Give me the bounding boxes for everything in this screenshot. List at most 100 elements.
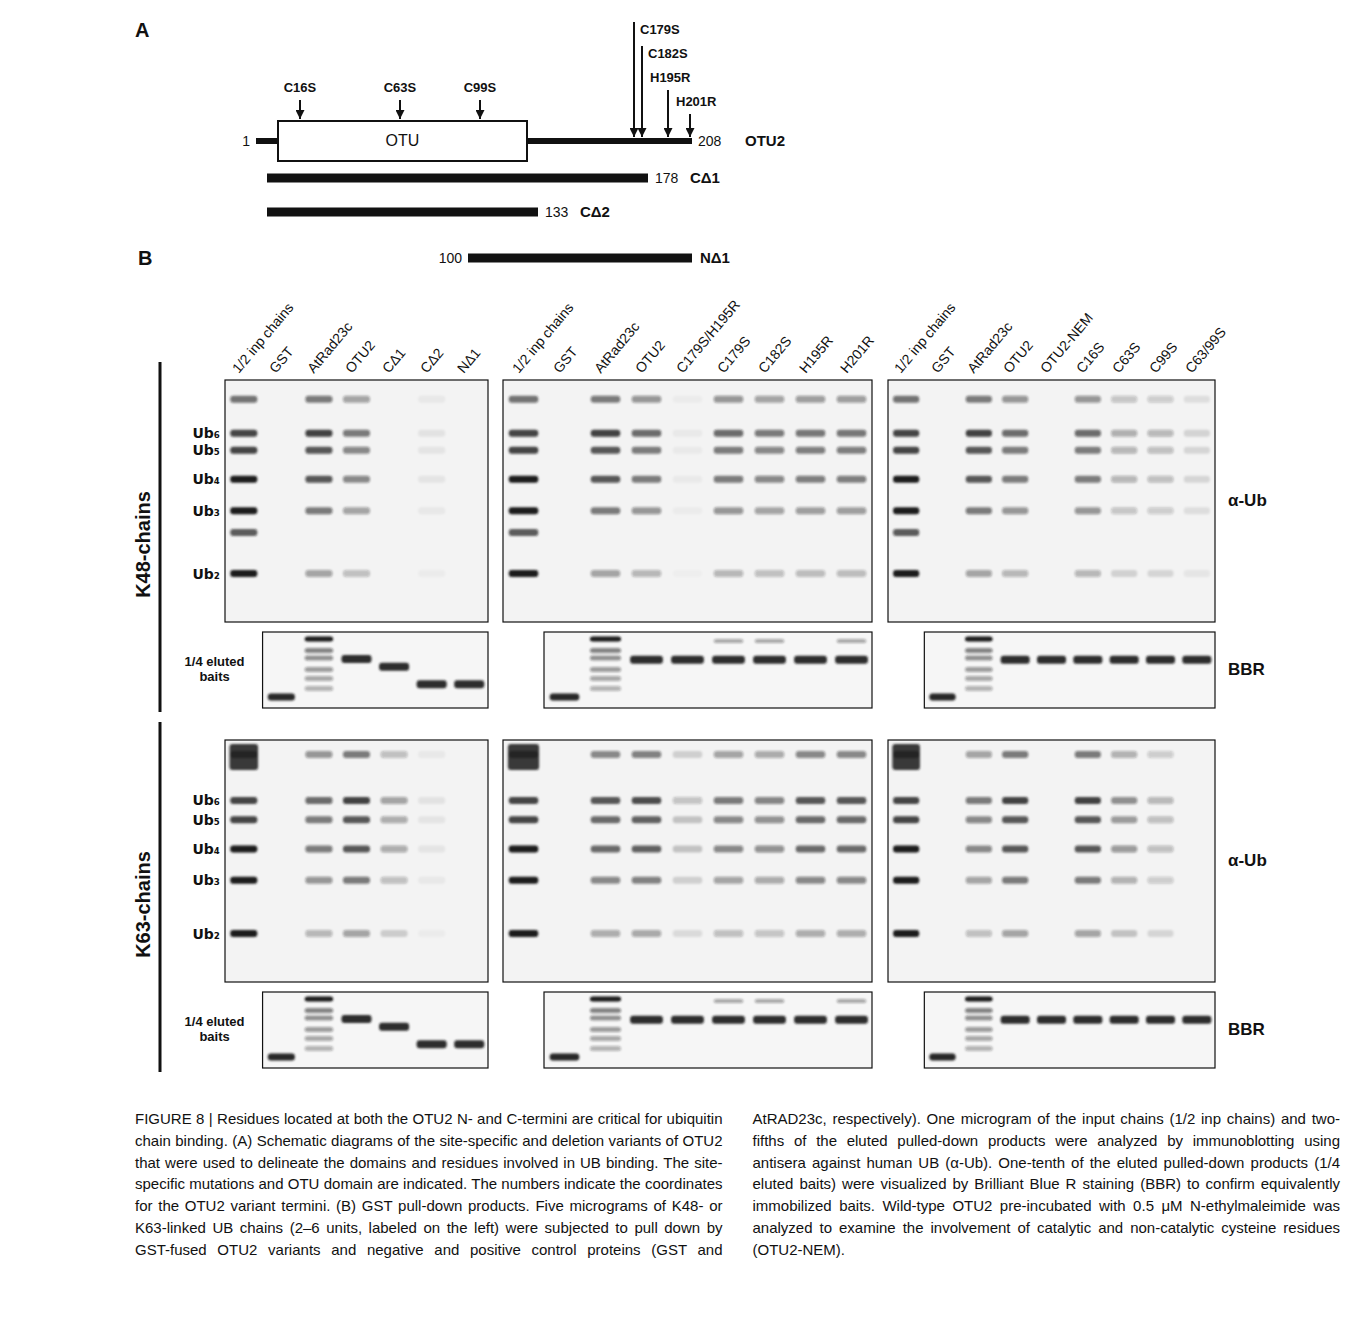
immunoblot-panel <box>225 740 488 982</box>
construct-bar <box>267 174 648 183</box>
protein-band <box>305 447 332 454</box>
protein-band <box>1184 476 1210 483</box>
protein-band <box>1147 877 1173 884</box>
protein-band <box>1184 507 1210 514</box>
protein-band <box>1147 797 1173 804</box>
panel-letter: A <box>135 19 149 42</box>
protein-band <box>1002 476 1028 483</box>
protein-band <box>230 930 257 937</box>
protein-band <box>343 447 370 454</box>
stain-fraction-label: 1/4 eluted baits <box>173 655 257 685</box>
protein-band <box>381 877 408 884</box>
protein-band <box>591 396 621 403</box>
protein-band <box>230 430 257 437</box>
protein-band <box>268 1054 295 1061</box>
protein-band <box>632 447 662 454</box>
protein-band <box>965 1046 993 1051</box>
protein-band <box>1147 751 1173 758</box>
protein-band <box>714 877 744 884</box>
protein-band <box>418 507 445 514</box>
protein-band <box>1037 656 1066 664</box>
protein-band <box>1182 656 1211 664</box>
lane-label: OTU2 <box>1000 337 1036 376</box>
protein-band <box>632 816 662 823</box>
protein-band <box>755 751 785 758</box>
protein-band <box>714 999 744 1003</box>
lane-label: H195R <box>795 332 835 376</box>
protein-band <box>230 476 257 483</box>
protein-band <box>509 430 539 437</box>
protein-band <box>755 930 785 937</box>
protein-band <box>591 430 621 437</box>
protein-band <box>796 797 826 804</box>
stain-panel <box>924 632 1215 708</box>
protein-band <box>796 816 826 823</box>
protein-band <box>1146 656 1175 664</box>
protein-band <box>714 797 744 804</box>
protein-band <box>714 570 744 577</box>
chain-length-label: Ub₄ <box>192 471 220 487</box>
protein-band <box>343 430 370 437</box>
protein-band <box>590 1046 621 1051</box>
chain-length-label: Ub₆ <box>192 425 220 441</box>
row-bracket <box>159 362 162 712</box>
protein-band <box>590 686 621 691</box>
protein-band <box>714 476 744 483</box>
protein-band <box>305 507 332 514</box>
protein-band <box>673 877 703 884</box>
protein-band <box>630 656 663 664</box>
lane-label: C63/99S <box>1181 324 1228 376</box>
protein-band <box>796 930 826 937</box>
protein-band <box>341 655 371 663</box>
protein-band <box>1111 751 1137 758</box>
protein-band <box>893 845 919 852</box>
protein-band <box>230 877 257 884</box>
blot-bands <box>230 396 1212 1061</box>
protein-band <box>305 648 334 653</box>
protein-band <box>796 570 826 577</box>
protein-band <box>966 751 992 758</box>
lane-label: NΔ1 <box>454 345 484 376</box>
domain-box: OTU <box>277 120 528 162</box>
protein-band <box>837 396 867 403</box>
protein-band <box>305 430 332 437</box>
lane-label: C63S <box>1109 339 1144 376</box>
protein-band <box>1073 656 1102 664</box>
protein-band <box>590 1027 621 1032</box>
protein-band <box>305 476 332 483</box>
protein-band <box>837 845 867 852</box>
lane-label: OTU2 <box>631 337 667 376</box>
mutation-label: C16S <box>284 81 317 96</box>
protein-band <box>1002 845 1028 852</box>
protein-band <box>966 816 992 823</box>
protein-band <box>755 816 785 823</box>
protein-band <box>343 396 370 403</box>
protein-band <box>755 476 785 483</box>
protein-band <box>590 667 621 672</box>
protein-band <box>965 997 993 1002</box>
protein-band <box>509 476 539 483</box>
protein-band <box>796 877 826 884</box>
protein-band <box>1002 447 1028 454</box>
protein-band <box>1002 751 1028 758</box>
protein-band <box>305 676 334 681</box>
mutation-label: C63S <box>384 81 417 96</box>
protein-band <box>796 430 826 437</box>
protein-band <box>509 570 539 577</box>
protein-band <box>837 639 867 643</box>
construct-name: CΔ2 <box>580 203 610 220</box>
protein-band <box>893 816 919 823</box>
protein-band <box>550 694 580 701</box>
domain-label: OTU <box>386 132 420 150</box>
protein-band <box>418 570 445 577</box>
protein-band <box>417 1040 447 1048</box>
protein-band <box>1147 476 1173 483</box>
protein-band <box>305 930 332 937</box>
stain-panel <box>544 992 872 1068</box>
protein-band <box>893 797 919 804</box>
protein-band <box>753 656 786 664</box>
protein-band <box>1111 570 1137 577</box>
protein-band <box>1111 797 1137 804</box>
protein-band <box>418 930 445 937</box>
protein-band <box>1111 430 1137 437</box>
